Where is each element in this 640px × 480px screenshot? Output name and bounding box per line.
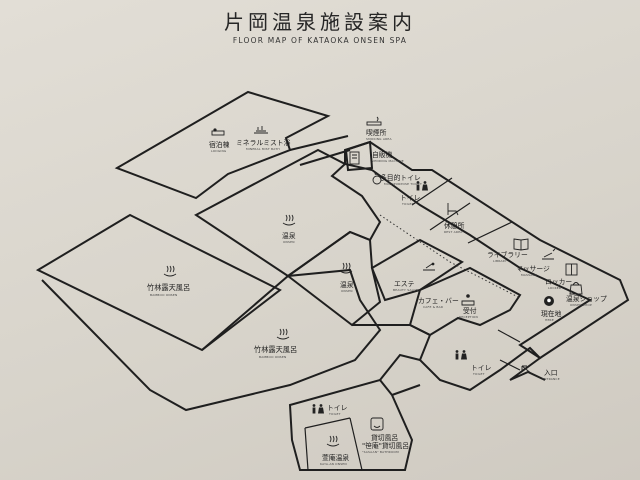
map-subtitle: FLOOR MAP OF KATAOKA ONSEN SPA bbox=[232, 36, 408, 45]
map-title: 片岡温泉施設案内 bbox=[224, 10, 416, 34]
label-mist: ミネラルミスト浴 bbox=[236, 138, 291, 147]
esthe-icon bbox=[423, 262, 435, 271]
label-vending: 自販機 bbox=[372, 150, 393, 159]
smoking-icon bbox=[366, 116, 382, 126]
label-toilet-1: トイレ bbox=[400, 194, 421, 202]
label-library-en: LIBRARY bbox=[493, 259, 507, 263]
label-multi-toilet-en: MULTIPURPOSE TOILET bbox=[384, 182, 422, 186]
corridor-dotted-guide bbox=[379, 214, 521, 299]
label-multi-toilet: 多目的トイレ bbox=[380, 173, 421, 182]
south-corridor bbox=[352, 324, 546, 392]
label-smoking-en: SMOKING AREA bbox=[366, 137, 392, 141]
label-esthe: エステ bbox=[394, 280, 415, 288]
label-kaya-en: KAYA-AN ONSEN bbox=[320, 462, 347, 466]
label-smoking: 喫煙所 bbox=[366, 128, 387, 137]
rest-chair-icon bbox=[447, 203, 459, 216]
onsen-icon-4 bbox=[276, 328, 290, 340]
book-icon bbox=[513, 238, 529, 251]
bamboo-onsen-west-outline bbox=[35, 213, 282, 352]
lodging-connector bbox=[289, 135, 351, 166]
label-bamboo-1-en: BAMBOO ONSEN bbox=[150, 293, 177, 297]
label-onsen-2: 温泉 bbox=[340, 280, 354, 289]
label-rest-en: REST AREA bbox=[444, 230, 463, 234]
label-toilet-1-en: TOILET bbox=[401, 202, 414, 206]
label-bamboo-2: 竹林露天風呂 bbox=[254, 345, 297, 354]
label-onsen-1-en: ONSEN bbox=[283, 240, 295, 244]
toilet-icon bbox=[416, 181, 428, 191]
label-toilet-3: トイレ bbox=[327, 404, 348, 412]
label-shop: 温泉ショップ bbox=[566, 294, 607, 303]
massage-icon bbox=[542, 248, 556, 260]
entrance-arrow-icon bbox=[521, 365, 533, 375]
label-cafe: カフェ・バー bbox=[418, 297, 459, 305]
label-locker: ロッカー bbox=[545, 278, 572, 286]
vending-icon bbox=[349, 151, 360, 165]
bamboo-onsen-south-outline bbox=[41, 268, 382, 412]
onsen-icon-1 bbox=[282, 214, 296, 226]
label-library: ライブラリー bbox=[487, 250, 528, 259]
bed-icon bbox=[211, 128, 225, 136]
wheelchair-icon bbox=[372, 172, 382, 185]
entrance-path bbox=[497, 329, 521, 371]
reception-icon bbox=[461, 294, 475, 306]
label-bamboo-1: 竹林露天風呂 bbox=[147, 283, 190, 292]
locker-icon bbox=[565, 263, 578, 276]
label-private-tag-en: "SASAAN" BATHROOM bbox=[362, 450, 399, 454]
label-toilet-2: トイレ bbox=[471, 364, 492, 372]
label-onsen-1: 温泉 bbox=[282, 231, 296, 240]
label-here: 現在地 bbox=[541, 309, 562, 318]
label-onsen-2-en: ONSEN bbox=[341, 289, 353, 293]
label-esthe-en: BEAUTY SALON bbox=[393, 288, 418, 292]
label-reception-en: RECEPTION bbox=[459, 315, 478, 319]
mist-bath-icon bbox=[254, 126, 268, 134]
label-private-tag: "笹庵"貸切風呂 bbox=[362, 441, 409, 450]
annex-connector bbox=[379, 353, 421, 396]
kaya-onsen-icon bbox=[326, 435, 340, 447]
onsen-icon-2 bbox=[163, 265, 177, 277]
label-reception: 受付 bbox=[463, 306, 477, 315]
vending-box bbox=[344, 140, 374, 172]
label-cafe-en: CAFE & BAR bbox=[423, 305, 443, 309]
label-mist-en: MINERAL MIST BATH bbox=[246, 147, 280, 151]
rest-area-partition bbox=[411, 177, 513, 244]
label-here-en: HERE bbox=[545, 318, 554, 322]
label-toilet-3-en: TOILET bbox=[328, 412, 341, 416]
label-entrance-en: ENTRANCE bbox=[542, 377, 560, 381]
service-spine-outline bbox=[344, 140, 630, 360]
south-annex-dividers bbox=[304, 417, 363, 471]
label-entrance: 入口 bbox=[544, 369, 558, 377]
label-locker-en: LOCKER bbox=[548, 286, 561, 290]
label-toilet-2-en: TOILET bbox=[472, 372, 485, 376]
label-shop-en: ONSEN SHOP bbox=[570, 303, 592, 307]
label-lodging-en: LODGING bbox=[211, 149, 227, 153]
south-annex-outline bbox=[288, 378, 414, 471]
label-lodging: 宿泊棟 bbox=[209, 140, 230, 149]
lodging-block-outline bbox=[114, 90, 331, 200]
here-marker-icon bbox=[544, 296, 554, 306]
toilet-icon-2 bbox=[455, 350, 467, 360]
private-bath-icon bbox=[370, 417, 384, 431]
toilet-icon-3 bbox=[312, 404, 324, 414]
esthe-room-outline bbox=[370, 238, 464, 302]
shop-icon bbox=[569, 282, 583, 295]
label-vending-en: VENDING MACHINE bbox=[372, 159, 404, 163]
label-bamboo-2-en: BAMBOO ONSEN bbox=[259, 355, 286, 359]
label-massage-en: MASSAGE bbox=[521, 273, 537, 277]
label-kaya: 萱庵温泉 bbox=[322, 453, 349, 462]
label-massage: マッサージ bbox=[516, 265, 550, 273]
label-private: 貸切風呂 bbox=[371, 433, 398, 442]
onsen-icon-3 bbox=[339, 262, 353, 274]
label-rest: 休憩所 bbox=[444, 221, 465, 230]
